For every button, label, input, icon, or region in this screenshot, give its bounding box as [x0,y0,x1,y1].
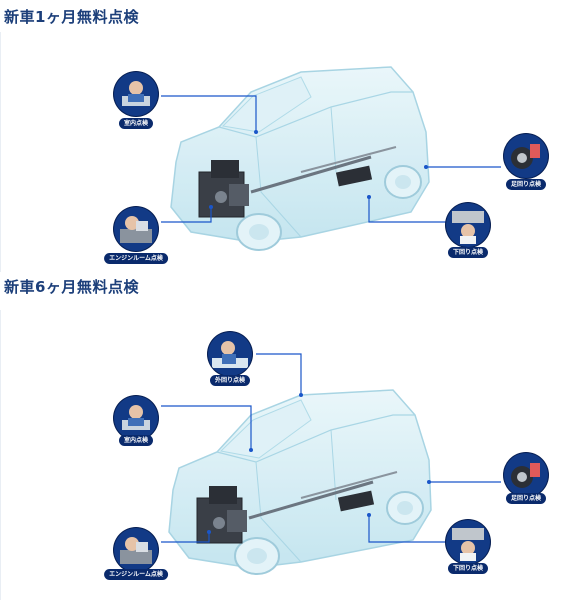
underbody-inspection-icon [446,203,490,247]
badge-engine-room-inspection: エンジンルーム点検 [104,569,168,580]
engine-room-inspection-icon [114,207,158,251]
badge-underbody-inspection: 下回り点検 [447,247,489,258]
interior-inspection-icon [114,396,158,440]
section-title-6months: 新車6ヶ月無料点検 [4,278,139,296]
badge-interior-inspection: 室内点検 [118,118,154,129]
suspension-inspection-icon [504,134,548,178]
badge-underbody-inspection: 下回り点検 [447,563,489,574]
engine-room-inspection-icon [114,528,158,572]
badge-exterior-inspection: 外回り点検 [209,375,251,386]
transparent-van-illustration [161,66,501,251]
engine-block [198,160,249,218]
badge-suspension-inspection: 足回り点検 [505,493,547,504]
inspection-diagram-6months: 外回り点検 室内点検 エンジンルーム点検 足回り点検 下回り点検 [0,310,573,600]
section-title-1month: 新車1ヶ月無料点検 [4,8,139,26]
badge-engine-room-inspection: エンジンルーム点検 [104,253,168,264]
engine-block [196,486,247,544]
exterior-inspection-icon [208,332,252,376]
inspection-diagram-1month: 室内点検 エンジンルーム点検 足回り点検 下回り点検 [0,32,573,272]
badge-suspension-inspection: 足回り点検 [505,179,547,190]
underbody-inspection-icon [446,520,490,564]
badge-interior-inspection: 室内点検 [118,435,154,446]
suspension-inspection-icon [504,453,548,497]
interior-inspection-icon [114,72,158,116]
transparent-van-illustration [161,353,501,575]
